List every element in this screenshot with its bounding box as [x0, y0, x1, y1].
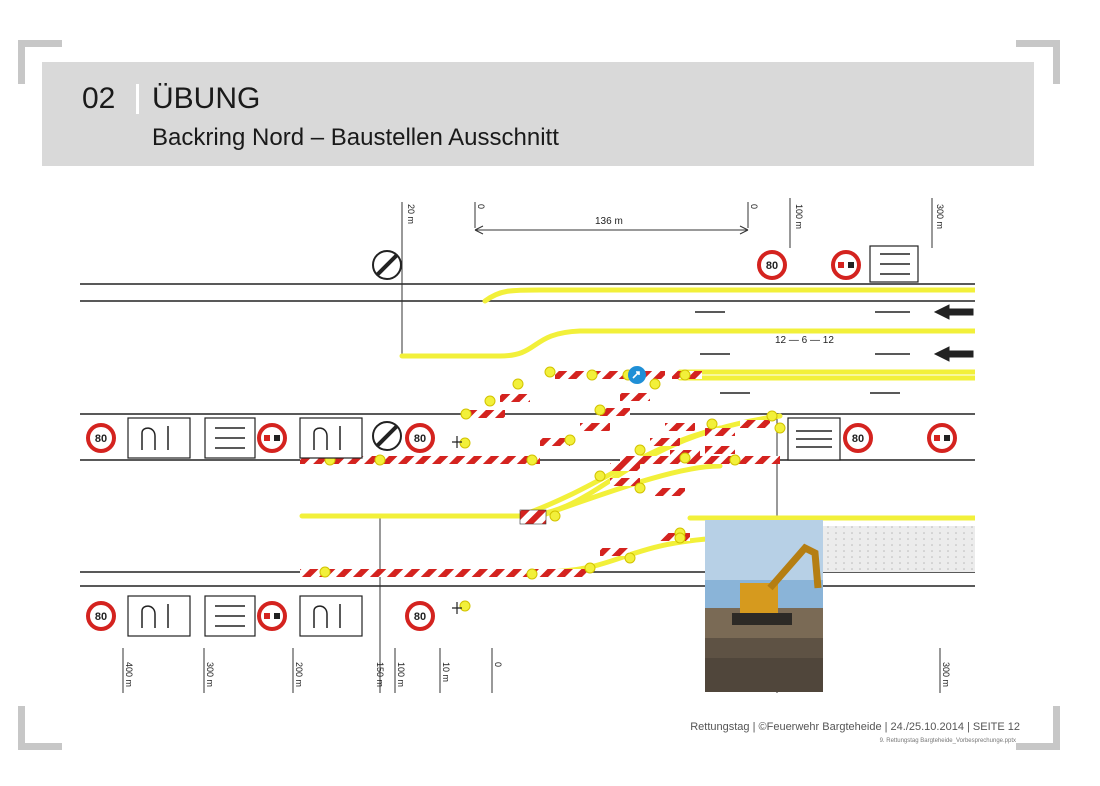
no-overtaking-signs — [257, 250, 957, 631]
speed-limit-sign: 80 — [405, 423, 435, 453]
distance-label: 0 — [749, 204, 759, 209]
warning-lights — [319, 366, 786, 612]
distance-label: 10 m — [441, 662, 451, 682]
no-overtaking-icon — [831, 250, 861, 280]
distance-label: 0 — [493, 662, 503, 667]
end-of-restriction-signs — [372, 250, 402, 451]
pavement-area — [823, 526, 975, 572]
page-subtitle: Backring Nord – Baustellen Ausschnitt — [152, 124, 559, 151]
corner-frame-top-right — [1016, 40, 1060, 84]
distance-label: 0 — [476, 204, 486, 209]
corner-frame-top-left — [18, 40, 62, 84]
speed-limit-value: 80 — [95, 433, 107, 445]
distance-label: 100 m — [396, 662, 406, 687]
speed-limit-sign: 80 — [86, 601, 116, 631]
end-restriction-icon — [372, 421, 402, 451]
no-overtaking-icon — [257, 601, 287, 631]
speed-limit-sign: 80 — [757, 250, 787, 280]
slide-header: 02 ÜBUNG Backring Nord – Baustellen Auss… — [42, 62, 1034, 166]
speed-limit-value: 80 — [852, 433, 864, 445]
distance-label: 300 m — [941, 662, 951, 687]
distance-label: 300 m — [935, 204, 945, 229]
lane-arrows — [695, 304, 974, 394]
lane-gap-label: 12 — 6 — 12 — [775, 335, 834, 346]
no-overtaking-icon — [257, 423, 287, 453]
footer-line: Rettungstag | ©Feuerwehr Bargteheide | 2… — [690, 721, 1020, 733]
speed-limit-value: 80 — [414, 611, 426, 623]
dimension-label: 136 m — [595, 216, 623, 227]
lane-sign-arrows — [141, 253, 910, 628]
construction-site-plan: 12 — 6 — 12 136 m 80 80 80 80 80 80 — [80, 198, 975, 693]
speed-limit-sign: 80 — [86, 423, 116, 453]
corner-frame-bottom-right — [1016, 706, 1060, 750]
distance-label: 300 m — [205, 662, 215, 687]
no-overtaking-icon — [927, 423, 957, 453]
distance-labels: 20 m 100 m 300 m 0 0 400 m 300 m 200 m 1… — [124, 204, 951, 687]
header-separator — [136, 84, 139, 114]
footer-filename: 9. Rettungstag Bargteheide_Vorbesprechun… — [879, 738, 1016, 744]
speed-limit-value: 80 — [95, 611, 107, 623]
section-number: 02 — [82, 82, 116, 115]
t-markers — [452, 436, 462, 614]
distance-label: 200 m — [294, 662, 304, 687]
speed-limit-signs: 80 80 80 80 80 80 — [86, 250, 873, 631]
speed-limit-value: 80 — [414, 433, 426, 445]
blue-info-sign — [628, 366, 646, 384]
corner-frame-bottom-left — [18, 706, 62, 750]
speed-limit-value: 80 — [766, 260, 778, 272]
distance-label: 400 m — [124, 662, 134, 687]
speed-limit-sign: 80 — [843, 423, 873, 453]
excavator-photo — [705, 520, 823, 692]
distance-label: 150 m — [375, 662, 385, 687]
speed-limit-sign: 80 — [405, 601, 435, 631]
end-restriction-icon — [372, 250, 402, 280]
distance-label: 100 m — [794, 204, 804, 229]
distance-label: 20 m — [406, 204, 416, 224]
page-title: ÜBUNG — [152, 82, 261, 115]
